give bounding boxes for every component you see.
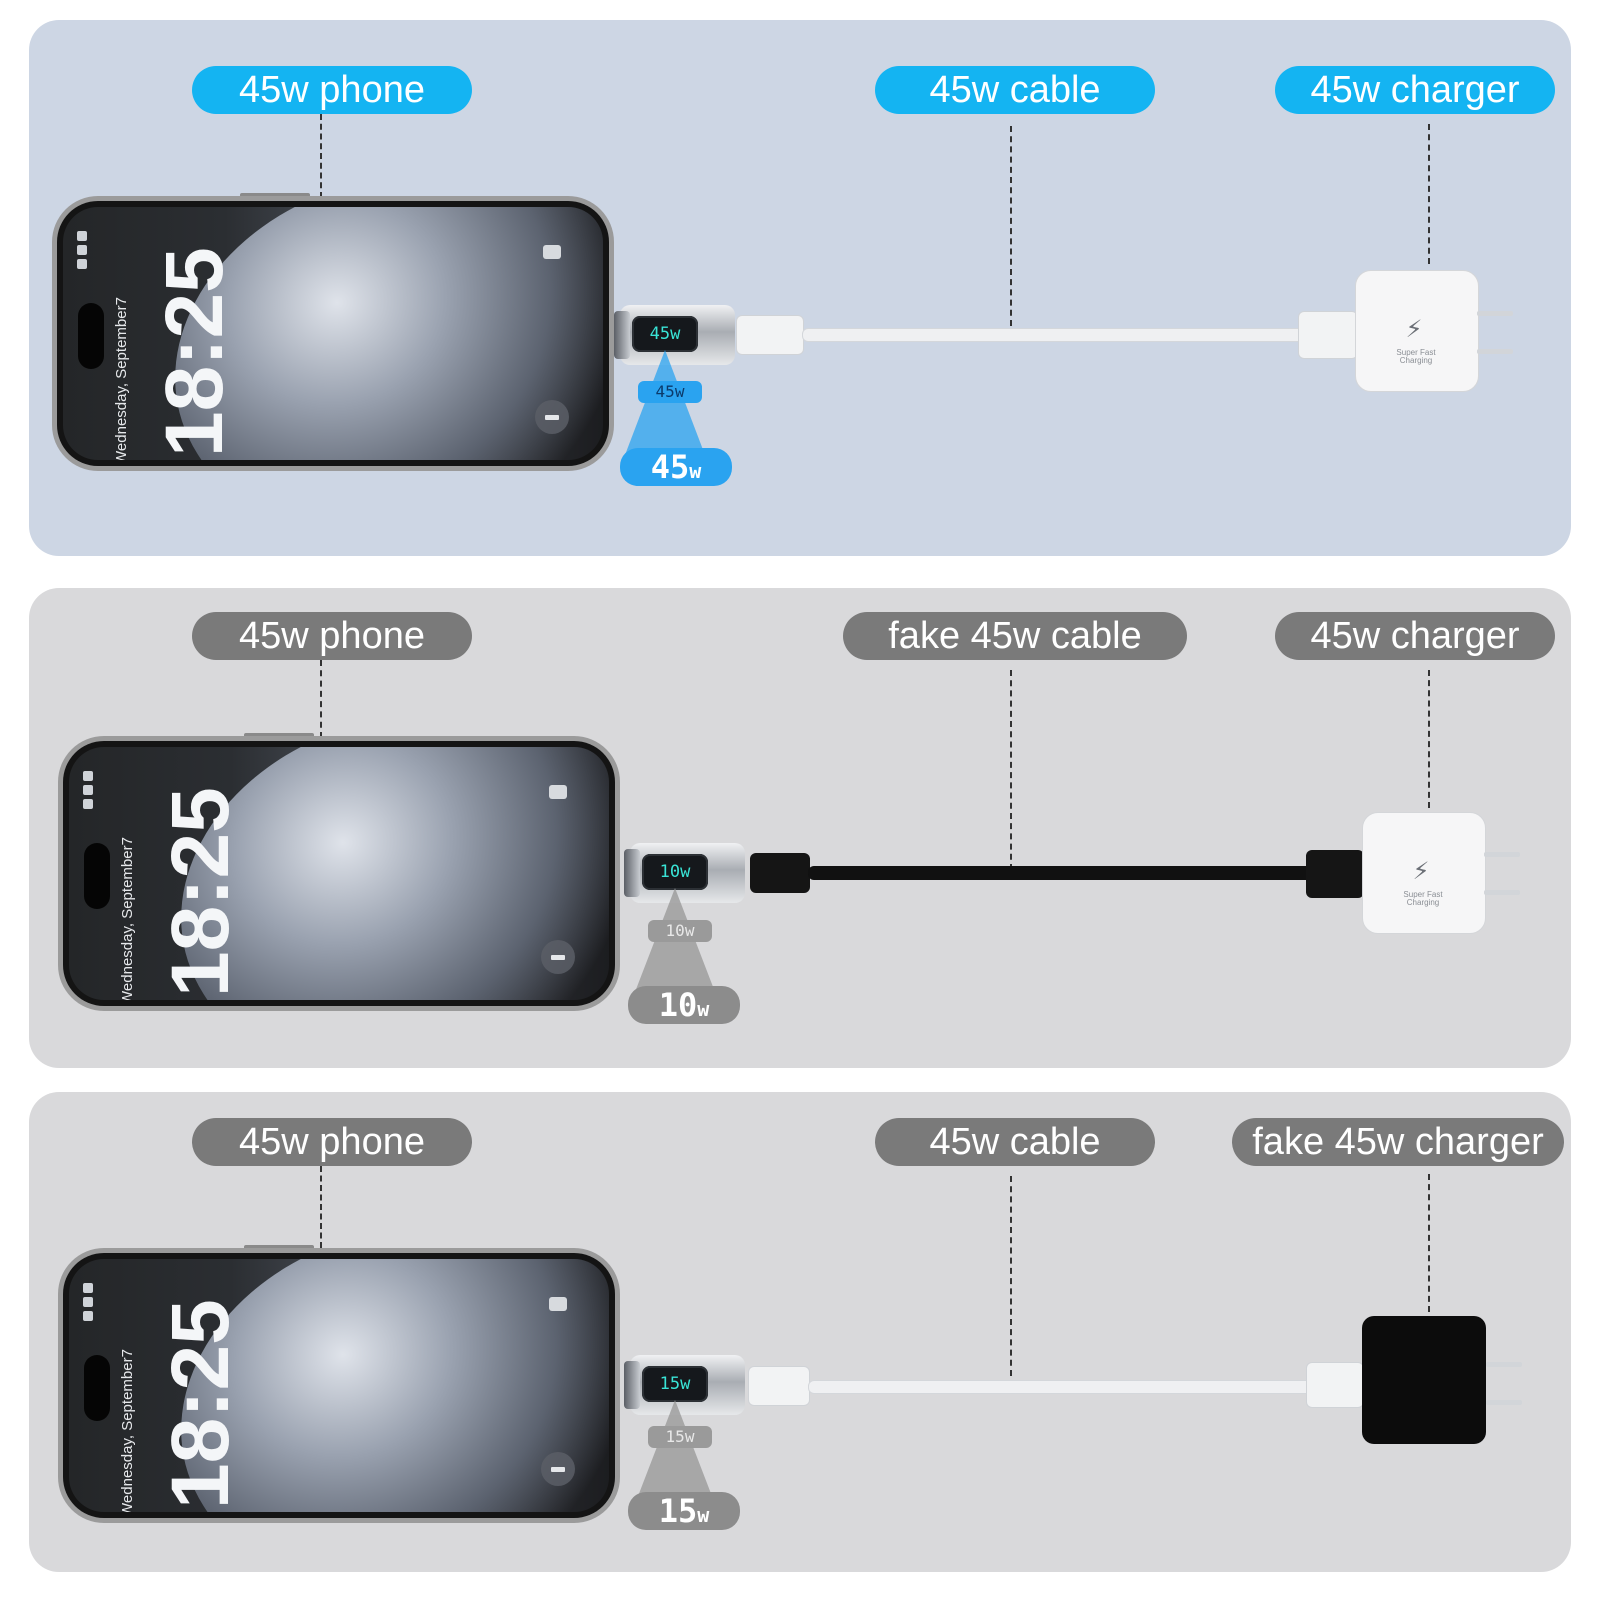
meter-display: 10w: [642, 854, 708, 890]
cable-plug-right: [1306, 1362, 1364, 1408]
lightning-icon: ⚡: [1412, 858, 1430, 885]
camera-icon: [549, 785, 567, 799]
cable-plug-right: [1306, 850, 1364, 898]
cable-leader-line: [1010, 126, 1012, 326]
power-charger: [1362, 1316, 1486, 1444]
phone-label: 45w phone: [192, 612, 472, 660]
charger-prong: [1486, 1400, 1522, 1405]
charger-label: 45w charger: [1275, 66, 1555, 114]
flashlight-icon: [541, 940, 575, 974]
cable-label: fake 45w cable: [843, 612, 1187, 660]
phone-label: 45w phone: [192, 1118, 472, 1166]
meter-readout-large: 15w: [628, 1492, 740, 1530]
meter-display: 15w: [642, 1366, 708, 1402]
charger-label: fake 45w charger: [1232, 1118, 1564, 1166]
cable-plug-left: [736, 315, 804, 355]
meter-readout-large: 45w: [620, 448, 732, 486]
phone-bezel: Wednesday, September7 18:25: [63, 741, 615, 1006]
charging-cable: [808, 866, 1328, 880]
meter-readout-small: 10w: [648, 920, 712, 942]
phone-side-button: [244, 1245, 314, 1250]
dynamic-island: [84, 843, 110, 909]
cable-label: 45w cable: [875, 66, 1155, 114]
phone-leader-line: [320, 1166, 322, 1248]
charger-prong: [1477, 311, 1513, 316]
phone-leader-line: [320, 660, 322, 738]
phone-bezel: Wednesday, September7 18:25: [57, 201, 609, 466]
charging-cable: [808, 1380, 1330, 1394]
cable-label: 45w cable: [875, 1118, 1155, 1166]
power-charger: ⚡ Super Fast Charging: [1362, 812, 1486, 934]
phone: Wednesday, September7 18:25: [58, 736, 620, 1011]
charger-brand-text: Super Fast Charging: [1396, 348, 1436, 365]
charger-leader-line: [1428, 670, 1430, 808]
lock-screen-date: Wednesday, September7: [119, 1349, 136, 1512]
phone: Wednesday, September7 18:25: [52, 196, 614, 471]
meter-readout-small: 45w: [638, 381, 702, 403]
cable-leader-line: [1010, 1176, 1012, 1376]
meter-display: 45w: [632, 316, 698, 352]
meter-readout-small: 15w: [648, 1426, 712, 1448]
cable-plug-right: [1298, 311, 1358, 359]
lock-screen-date: Wednesday, September7: [119, 837, 136, 1000]
phone-bezel: Wednesday, September7 18:25: [63, 1253, 615, 1518]
lightning-icon: ⚡: [1405, 316, 1423, 343]
charger-leader-line: [1428, 124, 1430, 264]
charger-prong: [1477, 349, 1513, 354]
phone-label: 45w phone: [192, 66, 472, 114]
meter-light-beam: [635, 1400, 715, 1504]
meter-readout-large: 10w: [628, 986, 740, 1024]
charger-leader-line: [1428, 1174, 1430, 1312]
dynamic-island: [84, 1355, 110, 1421]
charging-cable: [802, 328, 1324, 342]
charger-brand-text: Super Fast Charging: [1403, 890, 1443, 907]
phone-screen: Wednesday, September7 18:25: [63, 207, 603, 460]
lock-screen-time: 18:25: [155, 787, 246, 997]
charger-label: 45w charger: [1275, 612, 1555, 660]
cable-plug-left: [748, 1366, 810, 1406]
camera-icon: [543, 245, 561, 259]
lock-screen-time: 18:25: [149, 247, 240, 457]
power-charger: ⚡ Super Fast Charging: [1355, 270, 1479, 392]
phone: Wednesday, September7 18:25: [58, 1248, 620, 1523]
charger-prong: [1484, 852, 1520, 857]
phone-side-button: [244, 733, 314, 738]
status-bar-icons: [83, 1279, 97, 1339]
phone-side-button: [240, 193, 310, 198]
camera-icon: [549, 1297, 567, 1311]
phone-screen: Wednesday, September7 18:25: [69, 1259, 609, 1512]
charger-prong: [1486, 1362, 1522, 1367]
flashlight-icon: [541, 1452, 575, 1486]
phone-leader-line: [320, 114, 322, 198]
cable-plug-left: [750, 853, 810, 893]
flashlight-icon: [535, 400, 569, 434]
phone-screen: Wednesday, September7 18:25: [69, 747, 609, 1000]
lock-screen-time: 18:25: [155, 1299, 246, 1509]
status-bar-icons: [77, 227, 91, 287]
lock-screen-date: Wednesday, September7: [113, 297, 130, 460]
cable-leader-line: [1010, 670, 1012, 870]
charger-prong: [1484, 890, 1520, 895]
status-bar-icons: [83, 767, 97, 827]
dynamic-island: [78, 303, 104, 369]
